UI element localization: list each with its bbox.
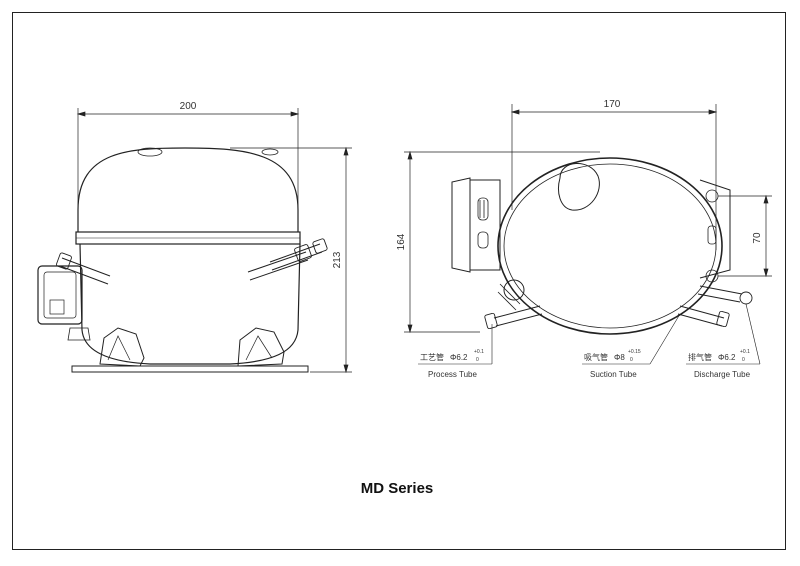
mount-spacing-dimension: [718, 194, 772, 278]
svg-text:Process Tube: Process Tube: [428, 370, 477, 379]
front-height-label: 213: [332, 251, 343, 268]
front-view-compressor: [37, 147, 328, 373]
front-width-label: 200: [180, 101, 197, 112]
side-width-label: 170: [604, 99, 621, 110]
svg-text:0: 0: [476, 357, 479, 363]
svg-text:Discharge Tube: Discharge Tube: [694, 370, 751, 379]
svg-text:Φ8: Φ8: [614, 353, 625, 362]
svg-text:+0.15: +0.15: [628, 349, 641, 355]
front-height-dimension: [230, 146, 352, 374]
svg-text:排气管: 排气管: [688, 352, 712, 362]
svg-text:0: 0: [630, 357, 633, 363]
svg-text:工艺管: 工艺管: [420, 352, 444, 362]
tube-callout-suction: 吸气管 Φ8 +0.15 0 Suction Tube: [584, 349, 641, 379]
svg-text:+0.1: +0.1: [740, 349, 750, 355]
svg-text:Φ6.2: Φ6.2: [718, 353, 736, 362]
tube-callout-process: 工艺管 Φ6.2 +0.1 0 Process Tube: [420, 349, 484, 379]
svg-text:Φ6.2: Φ6.2: [450, 353, 468, 362]
leader-lines: [418, 303, 761, 365]
mount-spacing-label: 70: [752, 232, 763, 244]
side-width-dimension: [510, 104, 718, 250]
side-height-dimension: [404, 150, 600, 334]
svg-text:0: 0: [742, 357, 745, 363]
series-title: MD Series: [360, 480, 434, 497]
drawing-border: [12, 12, 786, 550]
svg-text:吸气管: 吸气管: [584, 352, 608, 362]
svg-text:+0.1: +0.1: [474, 349, 484, 355]
front-width-dimension: [76, 108, 300, 232]
tube-callout-discharge: 排气管 Φ6.2 +0.1 0 Discharge Tube: [688, 349, 751, 379]
side-height-label: 164: [396, 233, 407, 250]
side-view-compressor: [451, 157, 753, 335]
svg-text:Suction Tube: Suction Tube: [590, 370, 637, 379]
